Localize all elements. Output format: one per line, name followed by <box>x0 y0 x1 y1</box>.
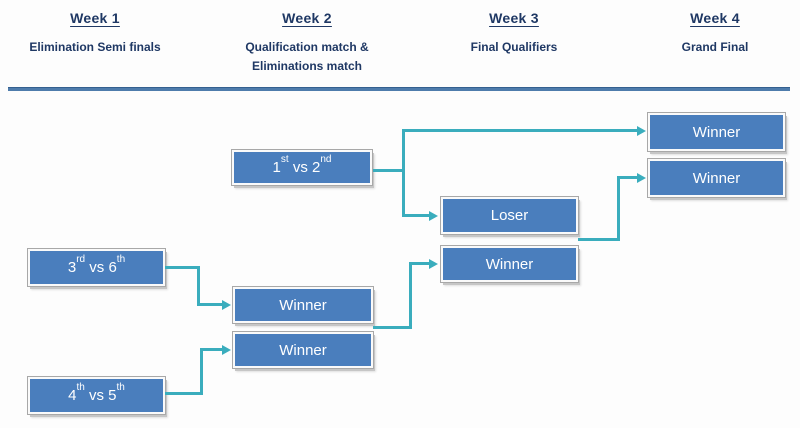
connector-week3-to-grandfinal <box>617 176 638 179</box>
winner-label: Winner <box>279 296 327 314</box>
arrowhead-week3-winner-icon <box>429 259 438 269</box>
connector-3v6-stub <box>165 266 200 269</box>
loser-label: Loser <box>490 207 529 224</box>
header-divider-line <box>8 87 790 91</box>
winner-label: Winner <box>692 169 741 187</box>
connector-week2-vertical <box>409 263 412 329</box>
week2-title: Week 2 <box>282 10 332 26</box>
connector-week2-to-week3-winner <box>409 262 430 265</box>
connector-1v2-vertical <box>402 129 405 217</box>
connector-1v2-stub <box>373 169 404 172</box>
connector-week3-vertical <box>617 176 620 241</box>
winner-label: Winner <box>692 123 741 141</box>
winner-label: Winner <box>485 255 534 273</box>
match-box-4th-vs-5th: 4th vs 5th <box>27 376 166 415</box>
arrowhead-week2-bottom-icon <box>222 345 231 355</box>
match-label: 3rd vs 6th <box>67 254 126 277</box>
week-column-4: Week 4 Grand Final <box>630 10 800 57</box>
connector-week3-pair-stub <box>578 238 620 241</box>
week-column-2: Week 2 Qualification match & Elimination… <box>222 10 392 75</box>
week2-subtitle: Qualification match & Eliminations match <box>245 40 369 73</box>
connector-3v6-to-winner <box>197 303 223 306</box>
arrowhead-week4-top-icon <box>637 126 646 136</box>
winner-box-week2-bottom: Winner <box>232 331 374 369</box>
match-box-3rd-vs-6th: 3rd vs 6th <box>27 248 166 287</box>
winner-box-week4-top: Winner <box>647 112 786 152</box>
connector-4v5-vertical <box>200 349 203 395</box>
week4-subtitle: Grand Final <box>681 40 749 54</box>
week-column-3: Week 3 Final Qualifiers <box>429 10 599 57</box>
arrowhead-week2-top-icon <box>222 300 231 310</box>
arrowhead-week4-bottom-icon <box>637 173 646 183</box>
winner-box-week4-bottom: Winner <box>647 158 786 198</box>
week1-subtitle: Elimination Semi finals <box>29 40 161 54</box>
match-box-1st-vs-2nd: 1st vs 2nd <box>231 149 373 186</box>
week1-title: Week 1 <box>70 10 120 26</box>
winner-label: Winner <box>279 341 327 359</box>
week4-title: Week 4 <box>690 10 740 26</box>
loser-box-week3: Loser <box>440 196 579 235</box>
connector-4v5-stub <box>165 392 203 395</box>
connector-1v2-to-grandfinal-top <box>402 129 638 132</box>
connector-4v5-to-winner <box>200 348 223 351</box>
arrowhead-week3-loser-icon <box>429 211 438 221</box>
week3-title: Week 3 <box>489 10 539 26</box>
match-label: 4th vs 5th <box>68 382 125 405</box>
connector-week2-pair-stub <box>373 326 412 329</box>
winner-box-week2-top: Winner <box>232 286 374 324</box>
week3-subtitle: Final Qualifiers <box>470 40 558 54</box>
week-column-1: Week 1 Elimination Semi finals <box>10 10 180 57</box>
winner-box-week3: Winner <box>440 245 579 283</box>
connector-3v6-vertical <box>197 266 200 306</box>
match-label: 1st vs 2nd <box>272 154 332 177</box>
connector-1v2-to-loser <box>402 214 430 217</box>
